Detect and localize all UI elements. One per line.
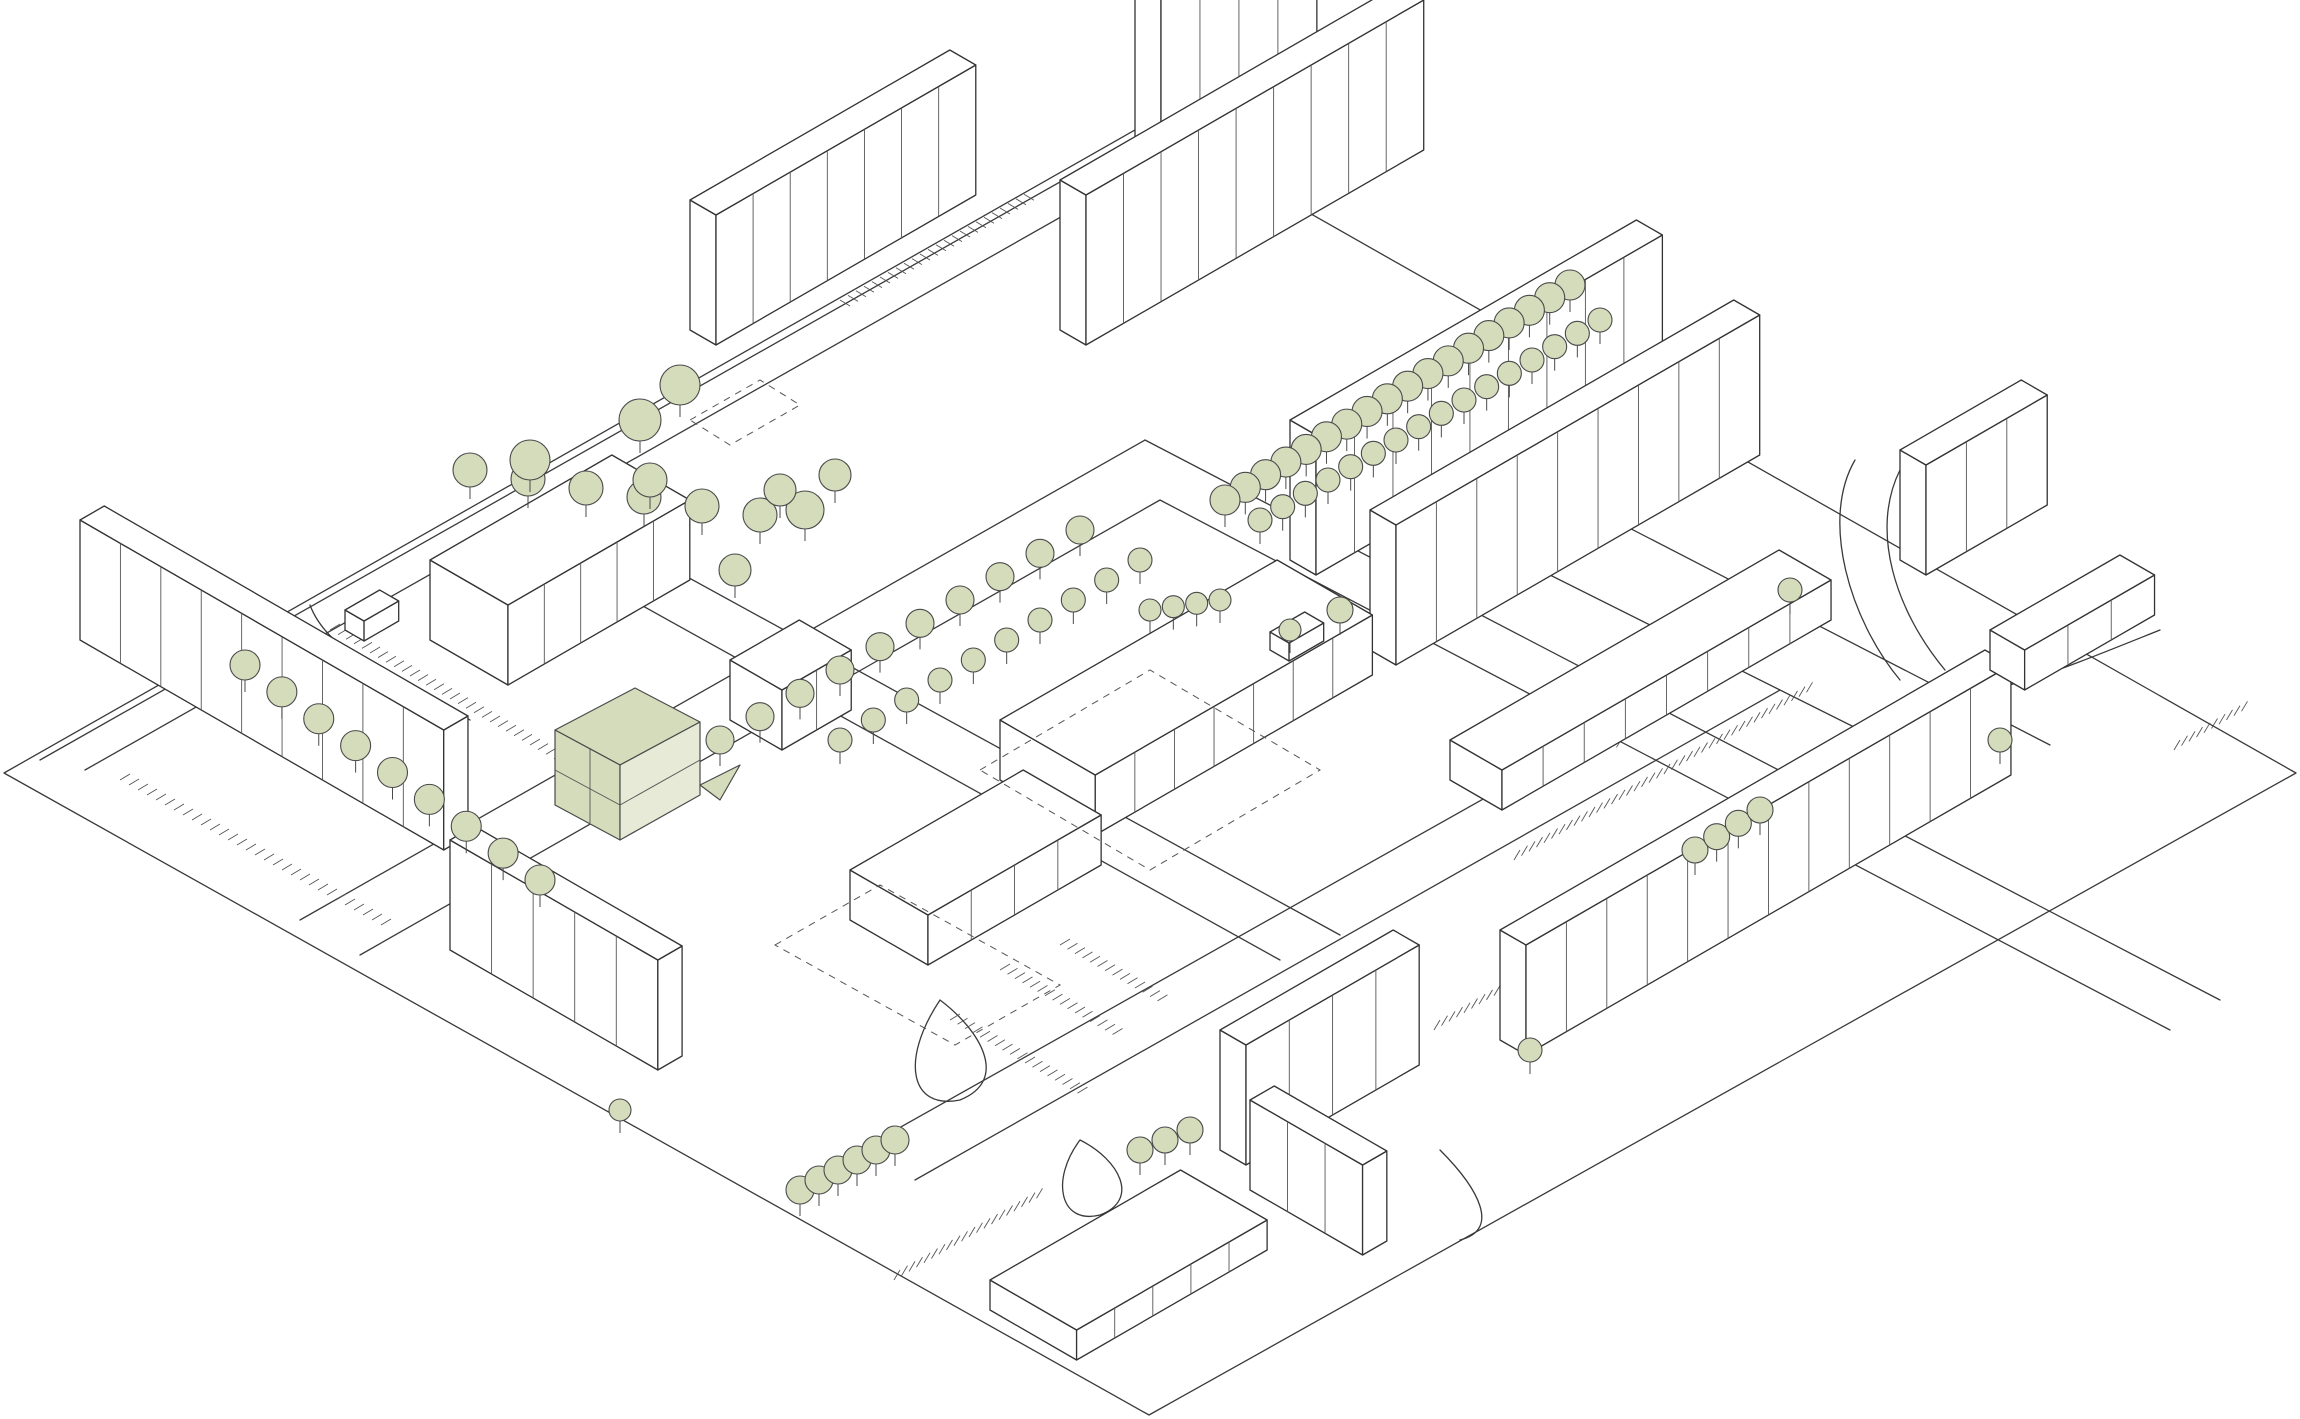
residential-block-west <box>79 505 469 851</box>
residential-block-north <box>1059 0 1425 346</box>
kiosk-west <box>344 589 400 642</box>
low-building-far-east <box>1989 554 2156 691</box>
residential-block-south-small <box>1249 1085 1388 1256</box>
arched-hall <box>849 769 1102 966</box>
school-building <box>429 454 691 686</box>
highlighted-project-building <box>554 687 741 841</box>
low-commercial-building <box>989 1169 1268 1361</box>
buildings <box>79 0 2156 1361</box>
residential-tower-far-east <box>1899 379 2048 576</box>
residential-block-south-west <box>449 825 683 1071</box>
trees <box>229 269 2013 1216</box>
site-boundary <box>3 121 2297 1416</box>
residential-block-east <box>1369 299 1761 666</box>
low-long-building-east <box>1449 549 1832 811</box>
residential-block-north-west <box>689 49 977 346</box>
dashed-footprints <box>689 379 1321 1046</box>
